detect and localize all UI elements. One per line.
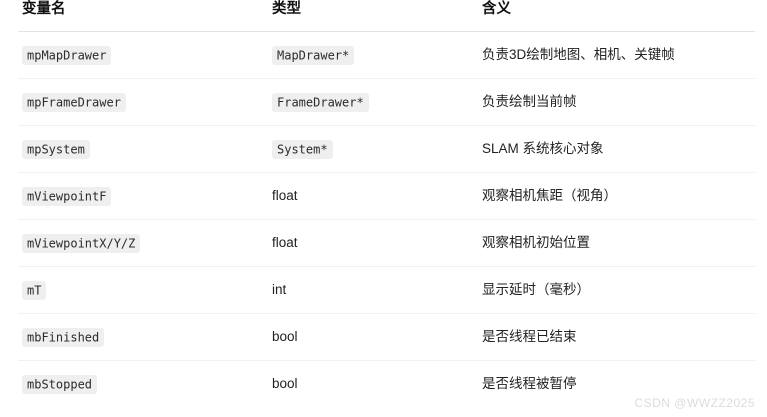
cell-meaning: 观察相机初始位置	[478, 219, 755, 267]
cell-variable-name: mViewpointX/Y/Z	[18, 219, 268, 267]
cell-meaning: 观察相机焦距（视角）	[478, 172, 755, 220]
type-value: bool	[272, 376, 298, 391]
meaning-value: 显示延时（毫秒）	[482, 282, 590, 297]
type-value: int	[272, 282, 287, 297]
cell-variable-name: mbStopped	[18, 361, 268, 408]
watermark: CSDN @WWZZ2025	[634, 396, 755, 410]
variable-name-value: mpSystem	[22, 139, 90, 159]
meaning-value: 负责绘制当前帧	[482, 94, 577, 109]
meaning-value: 是否线程被暂停	[482, 376, 577, 391]
cell-type: FrameDrawer*	[268, 78, 478, 126]
variable-name-value: mT	[22, 280, 47, 300]
table-row: mbFinished bool 是否线程已结束	[18, 313, 755, 361]
cell-type: bool	[268, 313, 478, 361]
table-body: mpMapDrawer MapDrawer* 负责3D绘制地图、相机、关键帧 mpFr…	[18, 31, 755, 408]
table-row: mpMapDrawer MapDrawer* 负责3D绘制地图、相机、关键帧	[18, 31, 755, 79]
table-row: mbStopped bool 是否线程被暂停	[18, 361, 755, 408]
cell-meaning: 是否线程已结束	[478, 313, 755, 361]
variable-name-value: mViewpointF	[22, 186, 112, 206]
cell-variable-name: mpMapDrawer	[18, 31, 268, 79]
variable-name-value: mViewpointX/Y/Z	[22, 233, 141, 253]
type-value: float	[272, 188, 298, 203]
table-row: mViewpointX/Y/Z float 观察相机初始位置	[18, 219, 755, 267]
cell-meaning: 负责绘制当前帧	[478, 78, 755, 126]
column-header-meaning: 含义	[478, 0, 755, 32]
table-row: mT int 显示延时（毫秒）	[18, 266, 755, 314]
meaning-value: 负责3D绘制地图、相机、关键帧	[482, 47, 675, 62]
cell-meaning: 负责3D绘制地图、相机、关键帧	[478, 31, 755, 79]
type-value: System*	[272, 139, 333, 159]
type-value: MapDrawer*	[272, 45, 355, 65]
table-header-row: 变量名 类型 含义	[18, 0, 755, 32]
cell-type: System*	[268, 125, 478, 173]
cell-type: float	[268, 172, 478, 220]
meaning-value: 观察相机焦距（视角）	[482, 188, 617, 203]
column-header-type: 类型	[268, 0, 478, 32]
type-value: bool	[272, 329, 298, 344]
type-value: float	[272, 235, 298, 250]
cell-type: int	[268, 266, 478, 314]
cell-meaning: 是否线程被暂停	[478, 361, 755, 408]
table-row: mpFrameDrawer FrameDrawer* 负责绘制当前帧	[18, 78, 755, 126]
cell-type: bool	[268, 361, 478, 408]
variable-name-value: mpFrameDrawer	[22, 92, 126, 112]
cell-meaning: 显示延时（毫秒）	[478, 266, 755, 314]
variable-name-value: mbFinished	[22, 327, 105, 347]
meaning-value: SLAM 系统核心对象	[482, 141, 604, 156]
cell-variable-name: mpFrameDrawer	[18, 78, 268, 126]
table-row: mpSystem System* SLAM 系统核心对象	[18, 125, 755, 173]
cell-type: MapDrawer*	[268, 31, 478, 79]
cell-variable-name: mViewpointF	[18, 172, 268, 220]
cell-meaning: SLAM 系统核心对象	[478, 125, 755, 173]
cell-variable-name: mbFinished	[18, 313, 268, 361]
column-header-variable-name: 变量名	[18, 0, 268, 32]
cell-type: float	[268, 219, 478, 267]
cell-variable-name: mT	[18, 266, 268, 314]
table-row: mViewpointF float 观察相机焦距（视角）	[18, 172, 755, 220]
meaning-value: 是否线程已结束	[482, 329, 577, 344]
meaning-value: 观察相机初始位置	[482, 235, 590, 250]
table-header: 变量名 类型 含义	[18, 0, 755, 32]
type-value: FrameDrawer*	[272, 92, 369, 112]
variable-name-value: mbStopped	[22, 374, 98, 394]
variable-name-value: mpMapDrawer	[22, 45, 112, 65]
cell-variable-name: mpSystem	[18, 125, 268, 173]
variable-table: 变量名 类型 含义 mpMapDrawer MapDrawer* 负责3D绘制地图、…	[18, 0, 755, 407]
